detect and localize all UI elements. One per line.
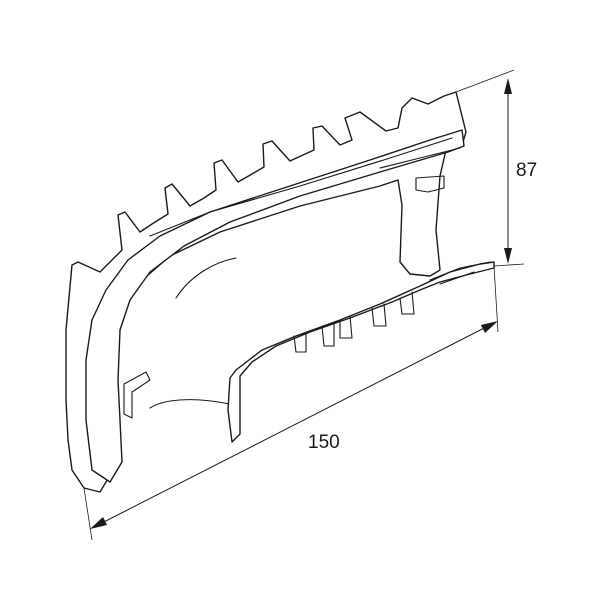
rail-notches [293,291,415,353]
width-ext-right [493,265,499,333]
height-dimension-label: 87 [516,160,537,181]
height-ext-bottom [493,263,525,267]
width-arrow-left [90,517,107,529]
lower-front-rail [227,261,495,443]
bend-curve-2 [149,399,231,409]
bend-curve [175,257,237,299]
height-dimension: 87 [455,69,537,267]
height-arrow-top [504,78,512,94]
width-ext-left [83,487,93,541]
top-lip-inner [379,147,461,169]
trunking-bend-part [65,91,495,493]
width-dimension-label: 150 [308,432,340,453]
height-arrow-bottom [504,248,512,264]
rail-tip [429,261,491,285]
right-clip [415,175,445,193]
width-dim-line [91,321,497,529]
width-dimension: 150 [83,265,499,541]
height-ext-top [455,69,515,93]
left-clip [123,371,151,419]
width-arrow-right [481,321,498,333]
top-lip [149,137,453,237]
